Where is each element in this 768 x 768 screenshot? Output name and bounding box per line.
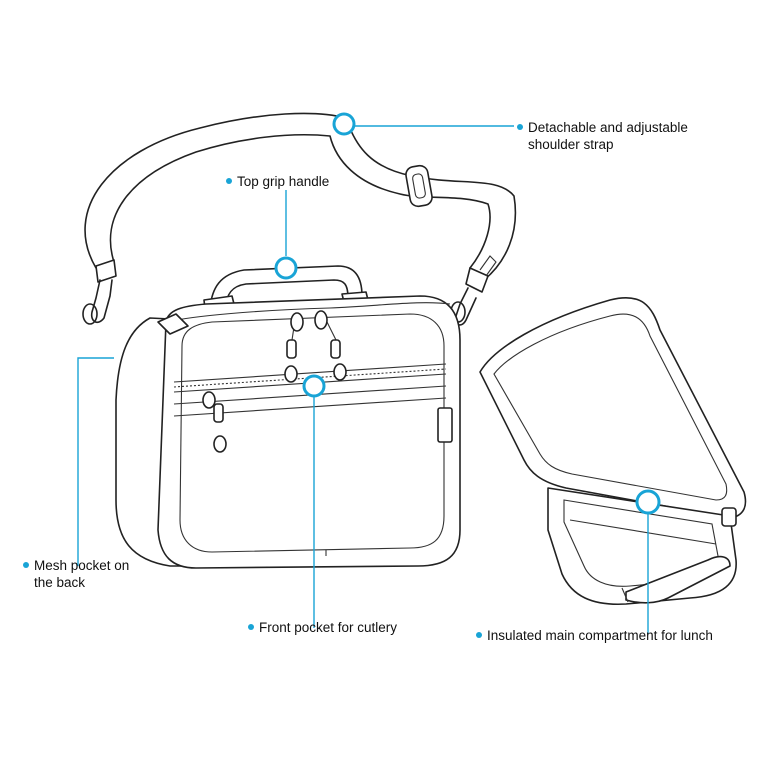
- handle-marker: [274, 256, 298, 280]
- closed-lunch-bag: [115, 265, 461, 569]
- bullet-dot: [476, 632, 482, 638]
- callout-leaders: [77, 112, 661, 634]
- callout-handle: Top grip handle: [226, 173, 330, 190]
- callout-strap: Detachable and adjustable shoulder strap: [517, 119, 688, 153]
- callout-mesh: Mesh pocket on the back: [23, 557, 130, 591]
- front-pocket-marker: [302, 374, 326, 398]
- callout-mesh-line1: Mesh pocket on: [34, 558, 130, 573]
- callout-mesh-line2: the back: [34, 575, 86, 590]
- bullet-dot: [517, 124, 523, 130]
- open-lunch-bag: [479, 296, 747, 606]
- callout-front-line1: Front pocket for cutlery: [259, 620, 398, 635]
- callout-strap-line2: shoulder strap: [528, 137, 614, 152]
- callout-main-compartment: Insulated main compartment for lunch: [476, 627, 713, 644]
- callout-front-pocket: Front pocket for cutlery: [248, 619, 398, 636]
- bullet-dot: [248, 624, 254, 630]
- bullet-dot: [23, 562, 29, 568]
- callout-handle-line1: Top grip handle: [237, 174, 330, 189]
- main-compartment-marker: [635, 489, 661, 515]
- callout-main-line1: Insulated main compartment for lunch: [487, 628, 713, 643]
- strap-marker: [332, 112, 356, 136]
- bullet-dot: [226, 178, 232, 184]
- callout-strap-line1: Detachable and adjustable: [528, 120, 688, 135]
- shoulder-strap: [82, 112, 517, 326]
- zipper-pulls: [202, 310, 347, 453]
